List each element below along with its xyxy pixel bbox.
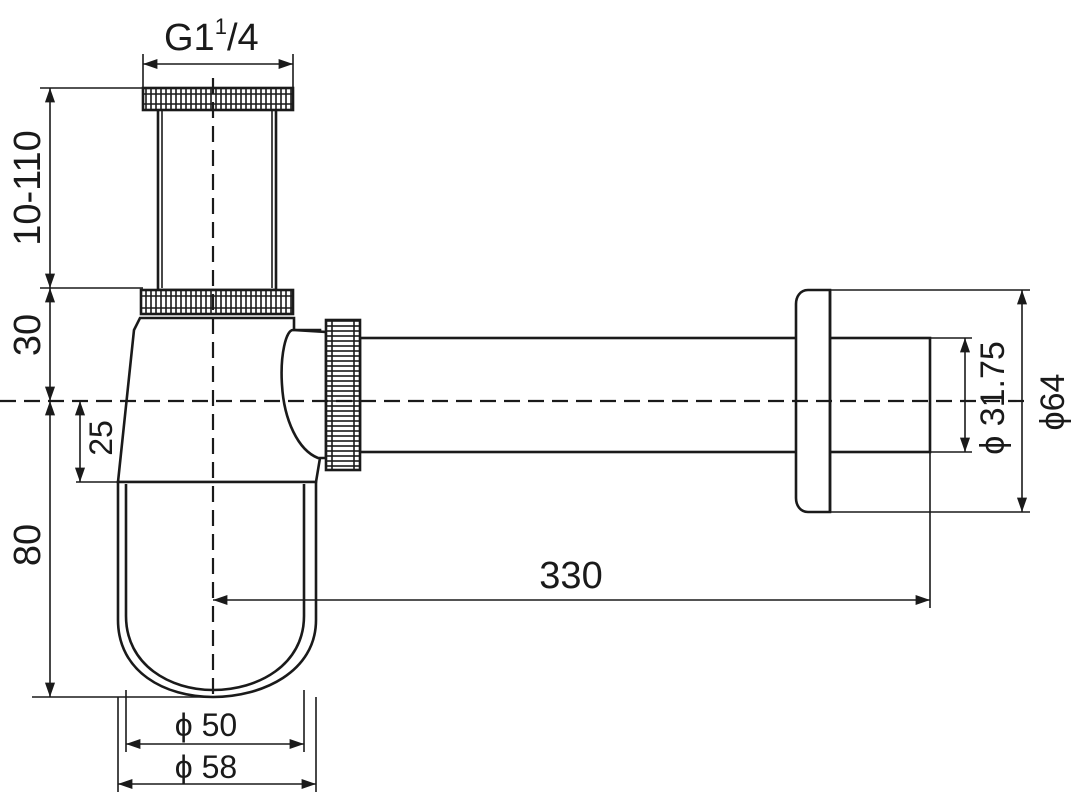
rosette-diameter-label: ϕ64 — [1034, 374, 1072, 431]
horizontal-pipe — [358, 336, 932, 454]
pipe-diameter-label: ϕ 31.75 — [974, 341, 1012, 455]
horizontal-length-label: 330 — [539, 555, 602, 597]
side-knurled-nut — [324, 318, 362, 472]
top-tailpiece-tube — [156, 106, 278, 292]
dimension-lines — [32, 54, 1030, 792]
trap-body — [116, 86, 328, 699]
middle-knurled-nut — [139, 288, 295, 316]
height-adjust-label: 10-110 — [7, 130, 49, 246]
horizontal-pipe-assembly — [324, 288, 932, 514]
bowl-height-label: 80 — [7, 524, 49, 566]
offset-25-label: 25 — [83, 420, 119, 456]
upper-body-label: 30 — [7, 314, 49, 356]
inner-diameter-label: ϕ 50 — [175, 707, 237, 743]
top-thread-label: G11/4 — [164, 14, 259, 59]
dimension-labels: G11/4 10-110 30 25 80 330 ϕ 31.75 ϕ64 ϕ … — [7, 14, 1072, 785]
top-knurled-nut — [141, 86, 295, 112]
lower-bowl — [116, 480, 318, 699]
outer-diameter-label: ϕ 58 — [175, 749, 237, 785]
wall-rosette — [794, 288, 832, 514]
side-elbow — [280, 328, 328, 460]
